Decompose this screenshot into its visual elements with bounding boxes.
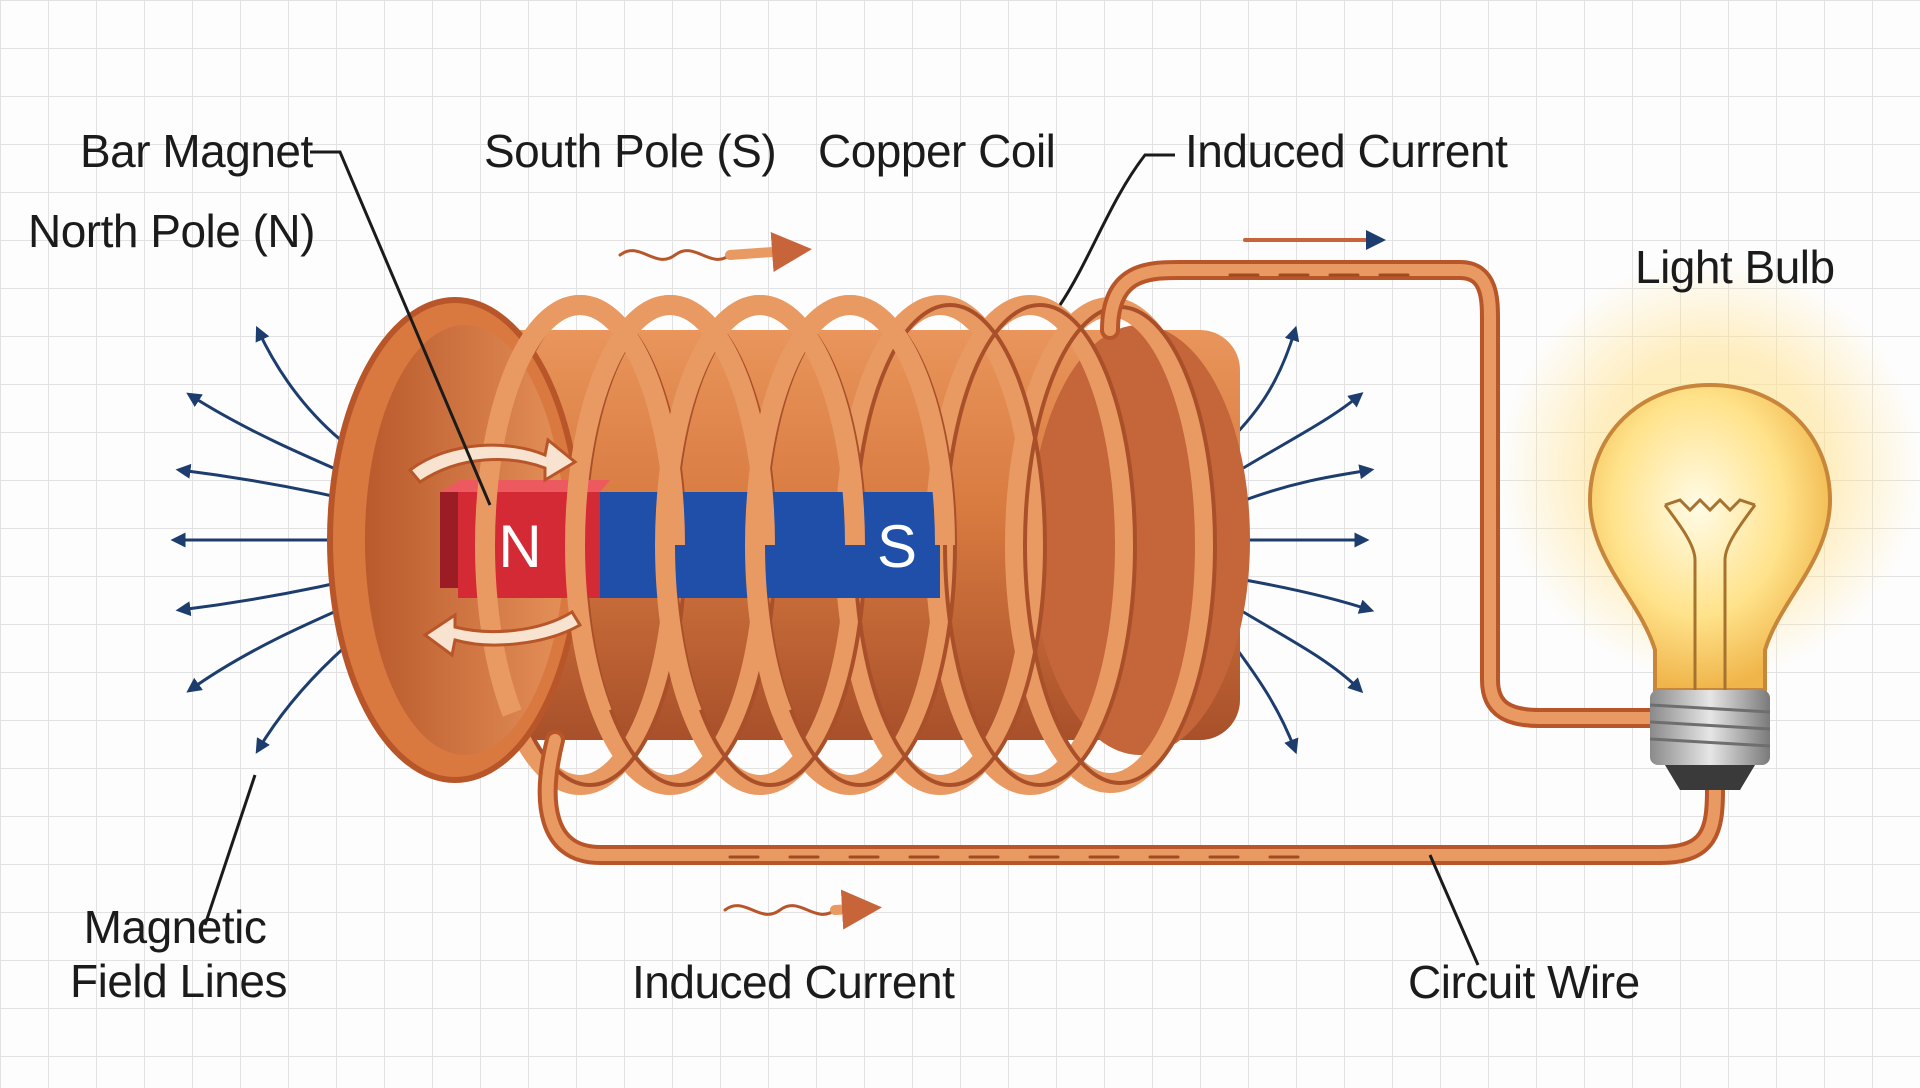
leader-lines (203, 150, 1480, 966)
south-pole-letter: S (877, 513, 917, 580)
north-pole-letter: N (498, 513, 541, 580)
induced-current-top-label: Induced Current (1185, 125, 1508, 177)
north-pole-label: North Pole (N) (28, 205, 315, 257)
induced-current-bottom-label: Induced Current (632, 956, 955, 1008)
front-winding (475, 295, 955, 795)
bar-magnet-label: Bar Magnet (80, 125, 313, 177)
current-direction-arrows (618, 230, 1386, 930)
bar-magnet: N S (440, 480, 940, 598)
motion-arrows (407, 437, 583, 658)
light-bulb (1500, 260, 1920, 790)
magnetic-field-lines-label: Magnetic Field Lines (70, 900, 287, 1009)
copper-coil-label: Copper Coil (818, 125, 1056, 177)
magnetic-field-lines-label-line1: Magnetic (83, 901, 267, 953)
circuit-wire (537, 260, 1725, 865)
magnetic-field-lines-label-line2: Field Lines (70, 955, 287, 1008)
field-lines-right (1228, 325, 1375, 755)
south-pole-label: South Pole (S) (484, 125, 777, 177)
circuit-wire-label: Circuit Wire (1408, 956, 1640, 1008)
light-bulb-label: Light Bulb (1635, 241, 1835, 293)
